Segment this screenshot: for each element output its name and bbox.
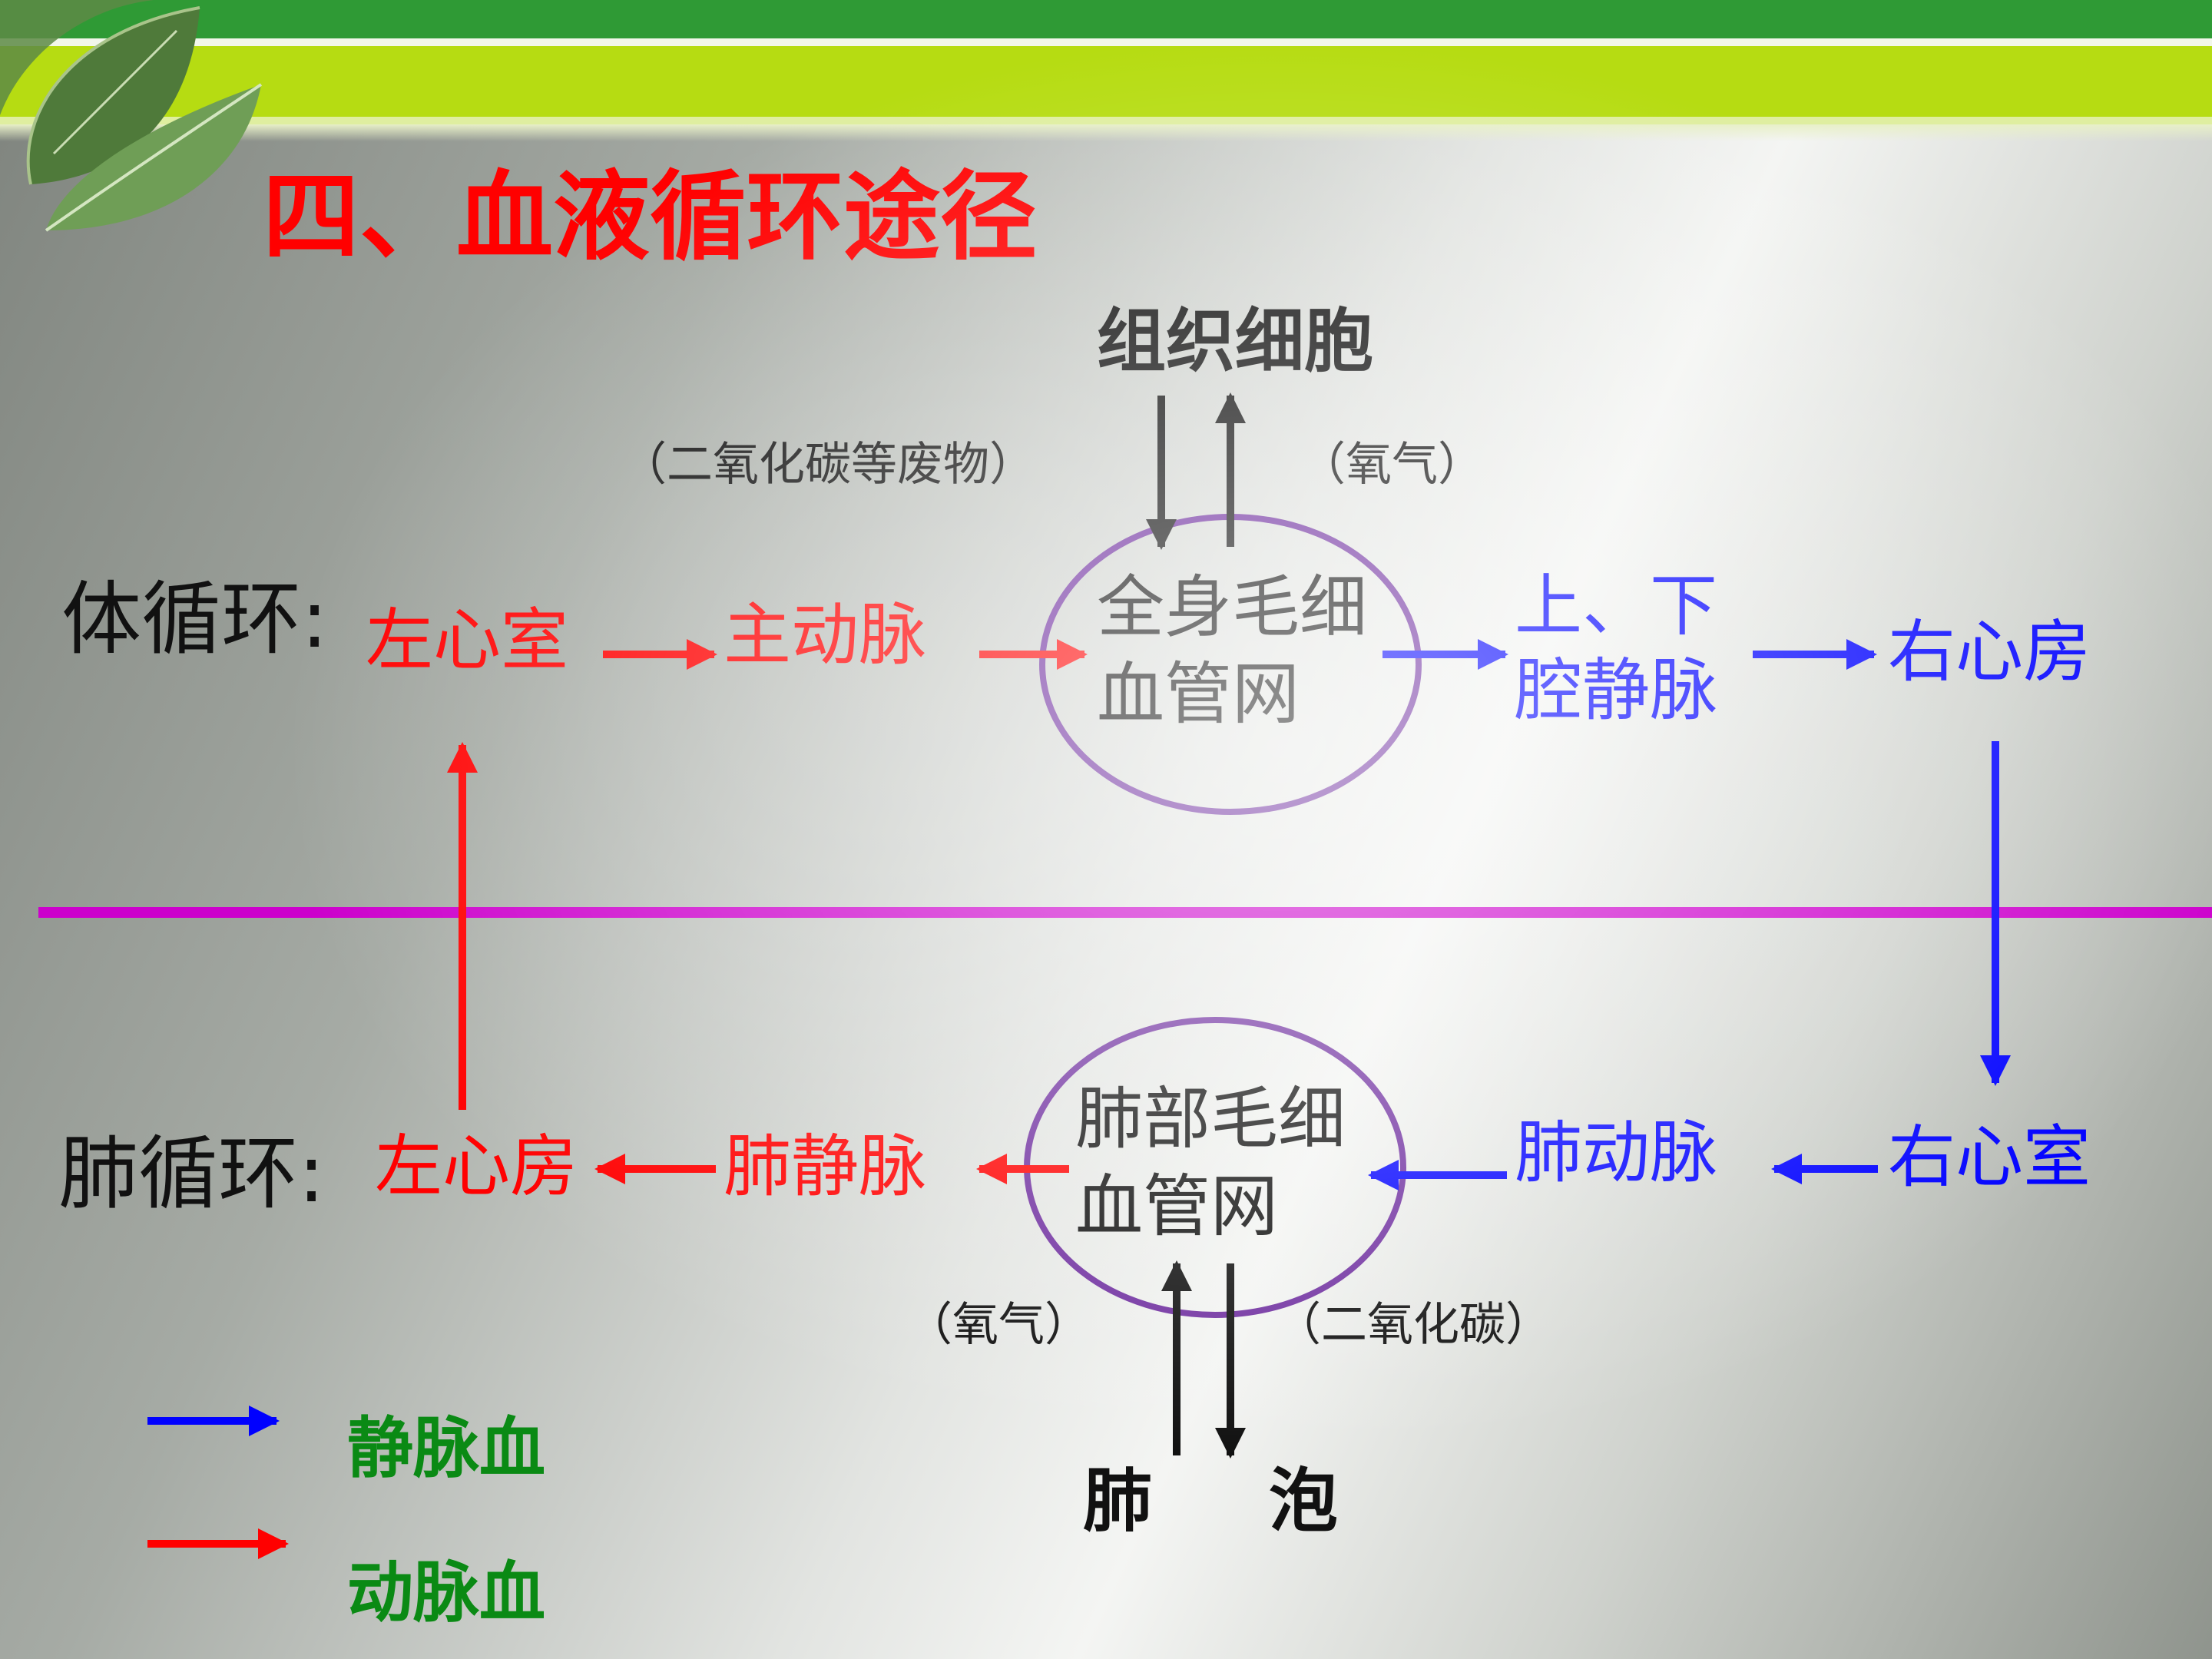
page-title: 四、血液循环途径 [263,160,1037,273]
left-atrium-label: 左心房 [375,1127,578,1206]
vena-cava-label-line2: 腔静脉 [1515,651,1718,730]
left-ventricle-label: 左心室 [366,601,569,680]
header-band-dark [0,0,2212,38]
aorta-label: 主动脉 [724,595,927,674]
systemic-capillary-label-line1: 全身毛细 [1097,568,1368,647]
pulmonary-oxygen-label: （氧气） [906,1298,1091,1352]
leaf-decoration-icon [0,0,263,232]
pulmonary-capillary-label-line2: 血管网 [1075,1167,1279,1246]
pulmonary-co2-label: （二氧化碳） [1275,1298,1551,1352]
alveoli-label-part1: 肺 [1083,1461,1152,1541]
vena-cava-label-line1: 上、下 [1515,566,1718,645]
header-band-pale [0,117,2212,124]
legend-venous-label: 静脉血 [347,1410,545,1487]
legend-arterial-label: 动脉血 [347,1555,545,1631]
header-band-fade [0,124,2212,141]
systemic-row-label: 体循环: [61,572,329,666]
pulmonary-artery-label: 肺动脉 [1515,1113,1718,1192]
pulmonary-capillary-label-line1: 肺部毛细 [1075,1079,1346,1158]
systemic-capillary-label-line2: 血管网 [1097,654,1300,733]
tissue-cells-label: 组织细胞 [1097,301,1373,382]
alveoli-label-part2: 泡 [1269,1461,1338,1541]
right-ventricle-label: 右心室 [1888,1118,2091,1197]
right-atrium-label: 右心房 [1888,612,2091,691]
pulmonary-row-label: 肺循环: [58,1127,326,1220]
pulmonary-vein-label: 肺静脉 [724,1127,927,1206]
systemic-oxygen-label: （氧气） [1300,438,1484,492]
header-band-lime [0,46,2212,117]
systemic-waste-label: （二氧化碳等废物） [621,438,1035,492]
header-band-stripe [0,38,2212,46]
